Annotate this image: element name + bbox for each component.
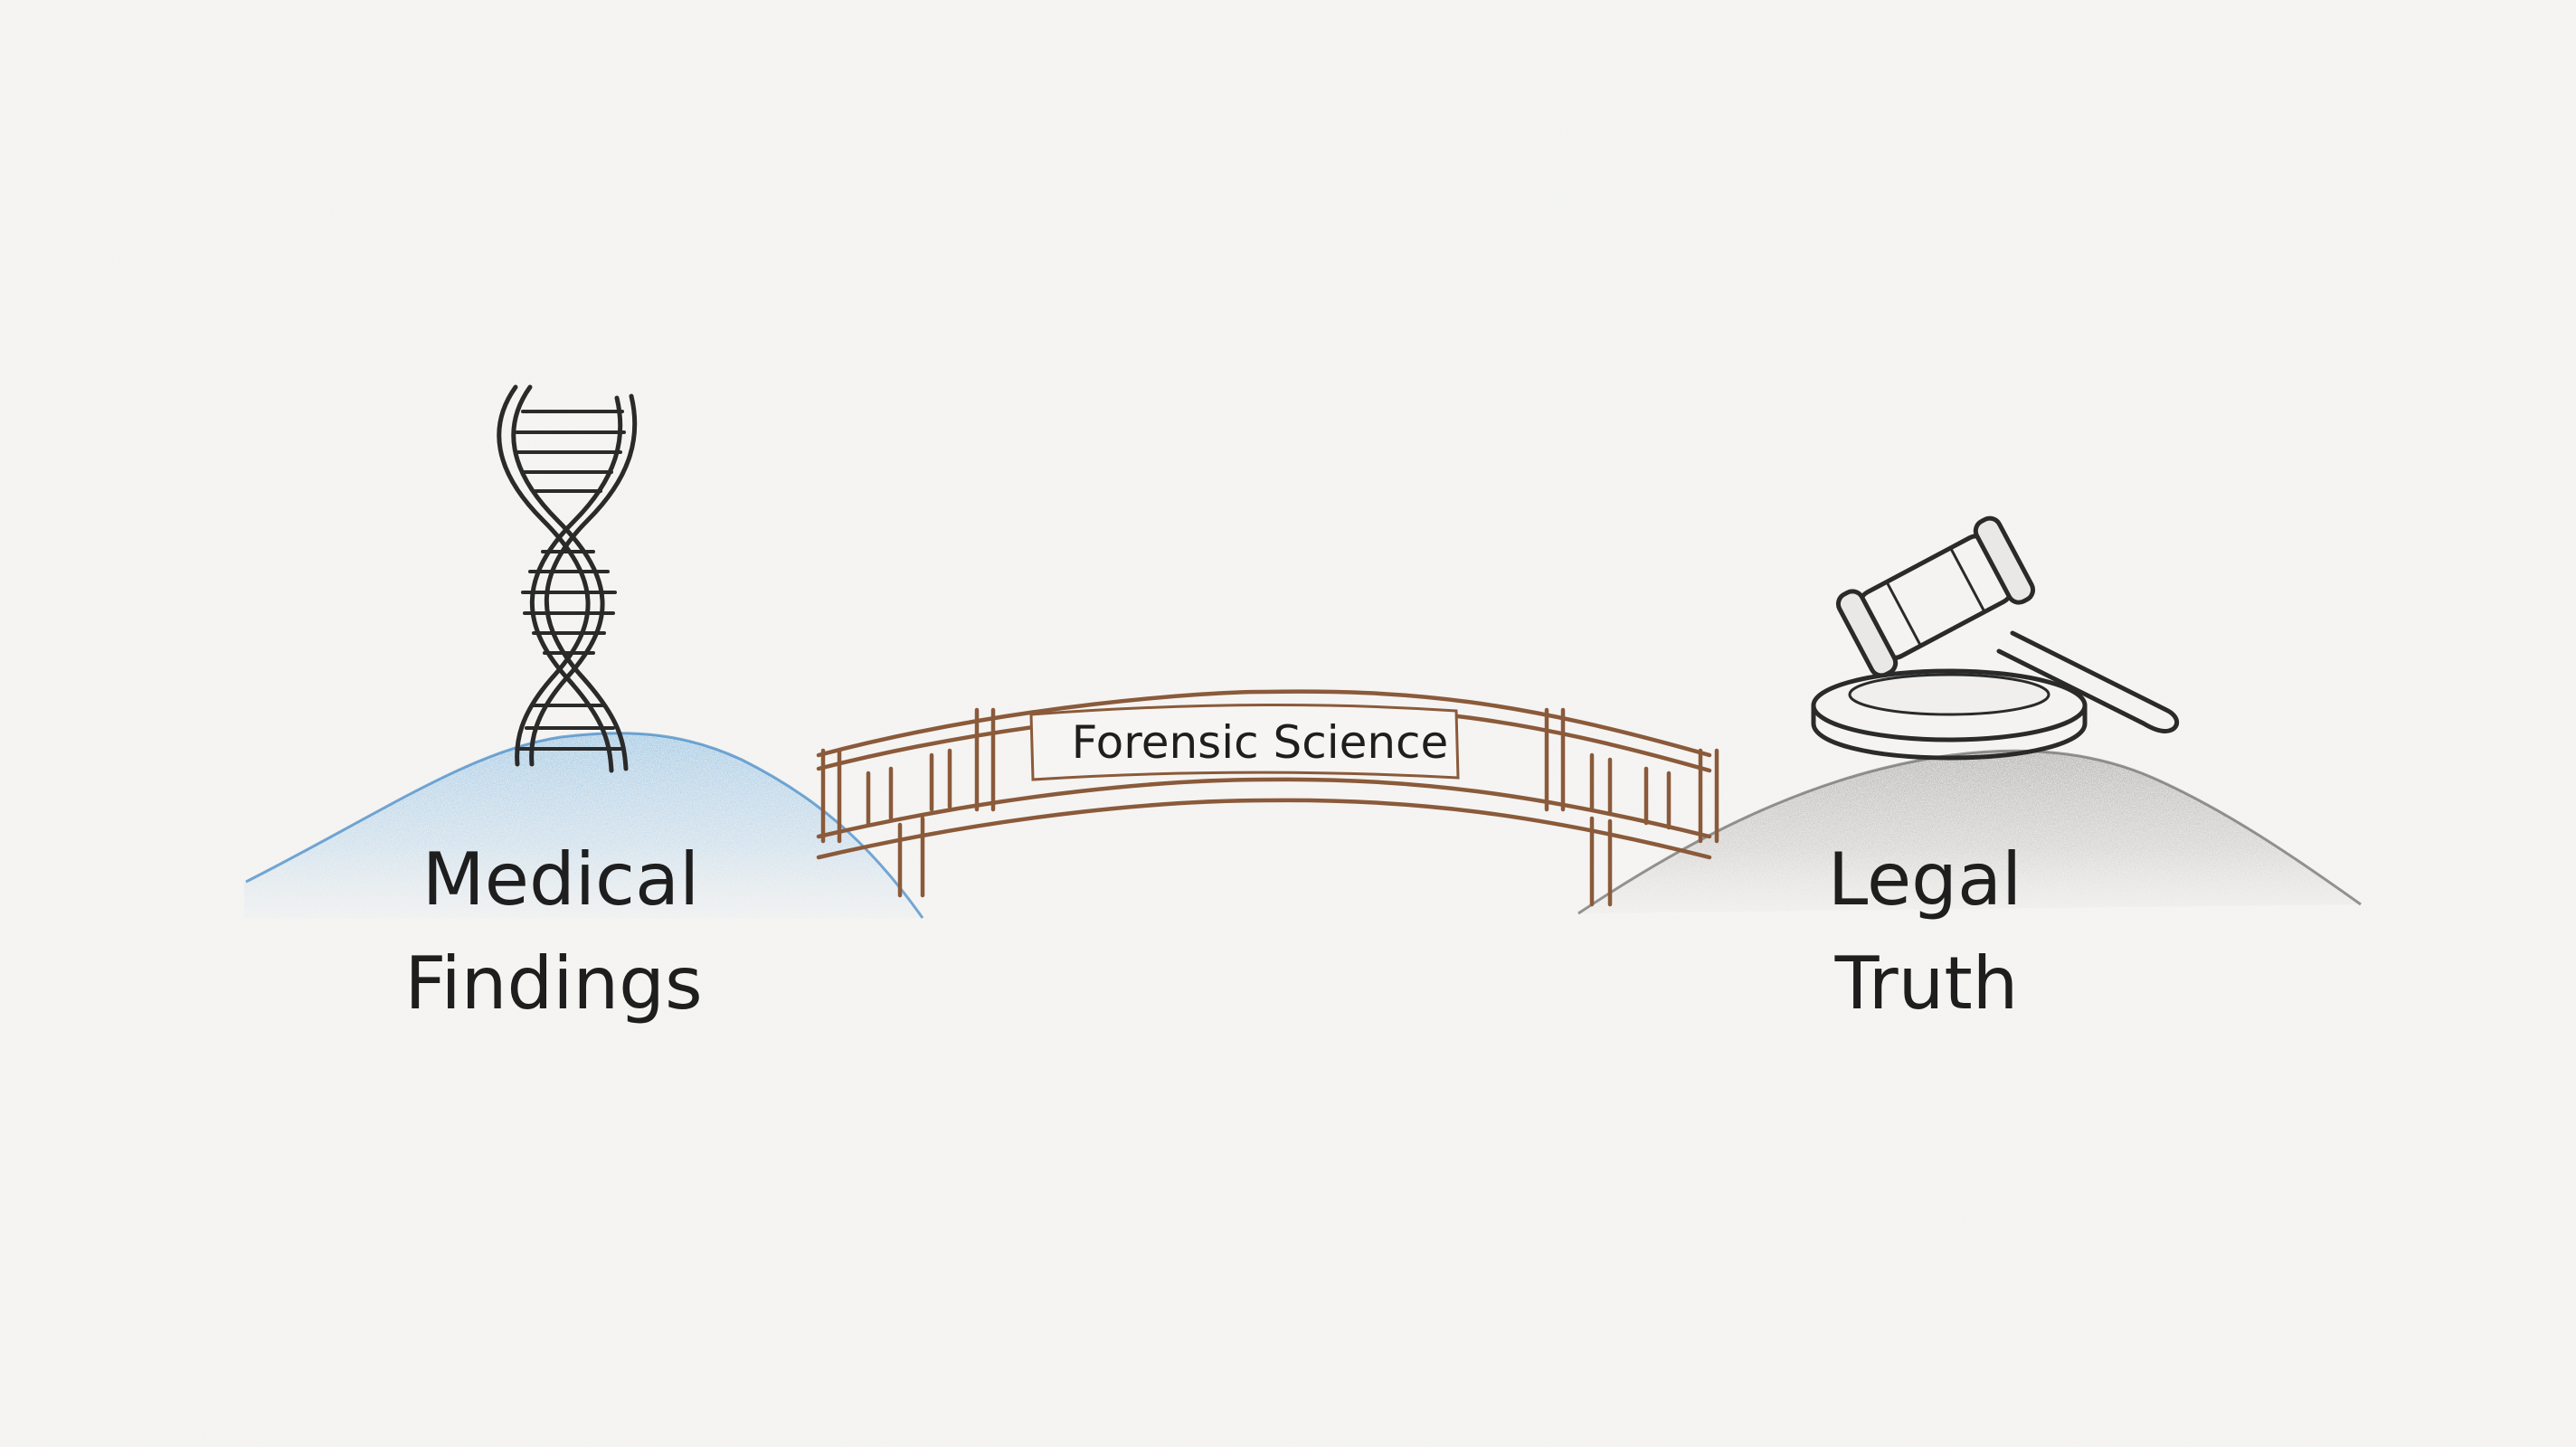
dna-helix-icon [497, 384, 638, 773]
right-hill-label-line1: Legal [1828, 837, 2022, 922]
right-hill-label-line2: Truth [1834, 941, 2019, 1026]
left-hill-label-line1: Medical [422, 837, 699, 922]
gavel-icon [1811, 515, 2180, 761]
right-hill [1577, 749, 2362, 915]
left-hill-label-line2: Findings [404, 941, 702, 1026]
left-hill [244, 732, 924, 919]
bridge [816, 689, 1719, 907]
bridge-label: Forensic Science [1072, 716, 1449, 769]
